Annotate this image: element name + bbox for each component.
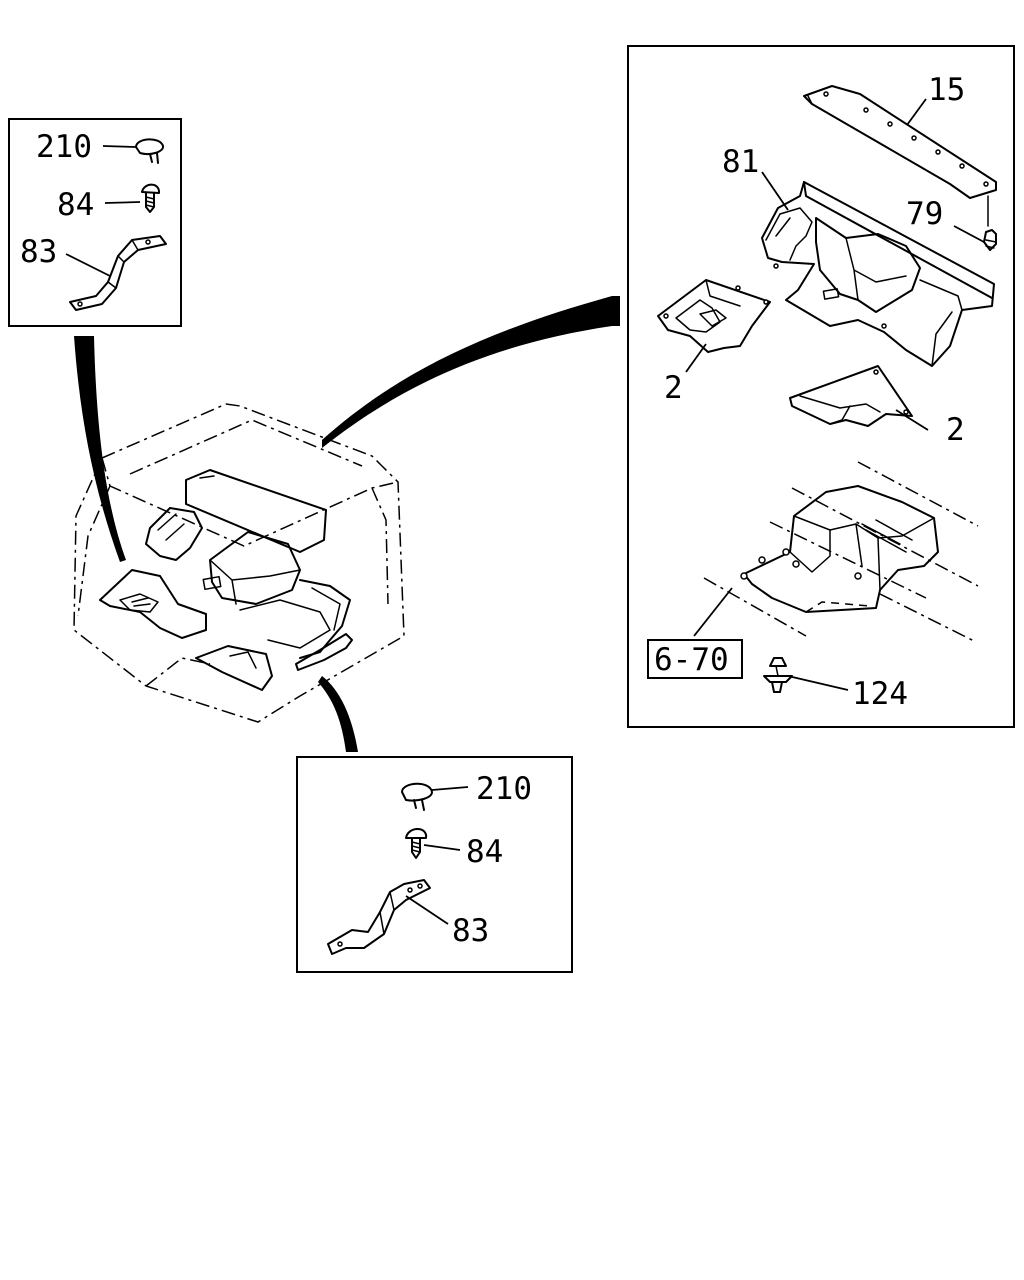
leader-79	[953, 225, 985, 243]
callout-124: 124	[852, 676, 908, 712]
clip-124-part	[763, 657, 793, 693]
pad-2-left-part	[657, 279, 771, 353]
reference-box-6-70: 6-70	[647, 639, 743, 679]
screw-84-lower-part	[405, 828, 428, 859]
leader-81	[761, 171, 789, 211]
clip-79-part	[983, 195, 997, 251]
callout-15: 15	[928, 72, 965, 108]
plate-15-part	[803, 85, 997, 199]
leader-124	[787, 675, 849, 691]
detail-box-lower: 210 84 83	[296, 756, 573, 973]
cab-assembly	[73, 403, 405, 723]
floor-panel-81-part	[761, 181, 995, 367]
leader-83-upper-left	[65, 253, 111, 277]
callout-84-upper-left: 84	[57, 187, 94, 223]
detail-box-lower-frame	[296, 756, 573, 973]
detail-box-upper-left-frame	[8, 118, 182, 327]
leader-15	[906, 98, 927, 126]
connector-swoosh-upper-left	[74, 336, 126, 562]
clip-210-lower-part	[401, 782, 433, 811]
leader-84-upper-left	[104, 201, 141, 204]
callout-2-right: 2	[946, 412, 965, 448]
callout-6-70: 6-70	[654, 642, 729, 678]
underbody-floor-part	[693, 461, 979, 643]
callout-210-upper-left: 210	[36, 129, 92, 165]
detail-box-upper-left: 210 84 83	[8, 118, 182, 327]
detail-box-right-frame	[627, 45, 1015, 728]
callout-210-lower: 210	[476, 771, 532, 807]
detail-box-right: 15 81 79	[627, 45, 1015, 728]
leader-210-lower	[431, 786, 469, 791]
bracket-83-upper-left-part	[69, 235, 167, 311]
callout-84-lower: 84	[466, 834, 503, 870]
pad-2-right-part	[789, 365, 913, 427]
callout-83-lower: 83	[452, 913, 489, 949]
leader-83-lower	[405, 895, 449, 925]
clip-210-upper-left-part	[135, 138, 164, 164]
connector-swoosh-lower	[318, 676, 358, 752]
callout-2-left: 2	[664, 370, 683, 406]
callout-81: 81	[722, 144, 759, 180]
callout-79: 79	[906, 196, 943, 232]
screw-84-upper-left-part	[141, 183, 160, 213]
leader-84-lower	[423, 844, 461, 851]
connector-swoosh-right	[322, 296, 620, 448]
leader-210-upper-left	[102, 145, 137, 148]
bracket-83-lower-part	[327, 879, 431, 955]
callout-83-upper-left: 83	[20, 234, 57, 270]
leader-2-left	[685, 343, 707, 373]
leader-2-right	[895, 409, 929, 431]
reference-box-6-70-frame	[647, 639, 743, 679]
